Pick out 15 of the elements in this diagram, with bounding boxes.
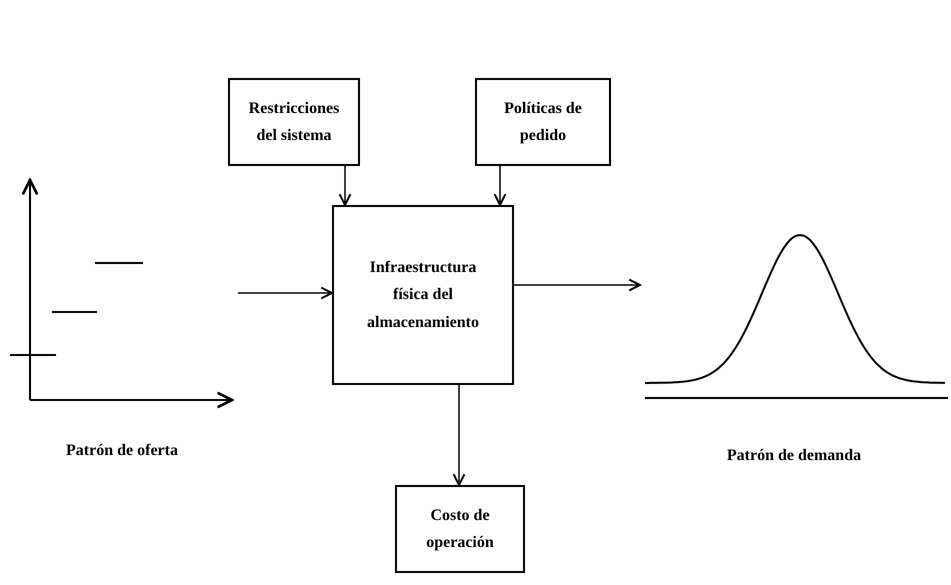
box-label: Infraestructura física del almacenamiento [366,258,480,333]
process-box [332,205,514,385]
chart-caption: Patrón de demanda [726,447,862,465]
arrow [514,278,642,292]
box-label: Políticas de pedido [503,98,583,146]
process-box [228,78,360,166]
process-box [475,78,611,166]
arrow [338,166,352,206]
arrow [494,166,506,206]
chart-caption: Patrón de oferta [65,442,179,460]
box-label: Restricciones del sistema [248,98,340,146]
box-label: Costo de operación [425,506,495,553]
arrow [238,286,334,300]
arrow [452,385,466,486]
process-box [395,485,525,573]
